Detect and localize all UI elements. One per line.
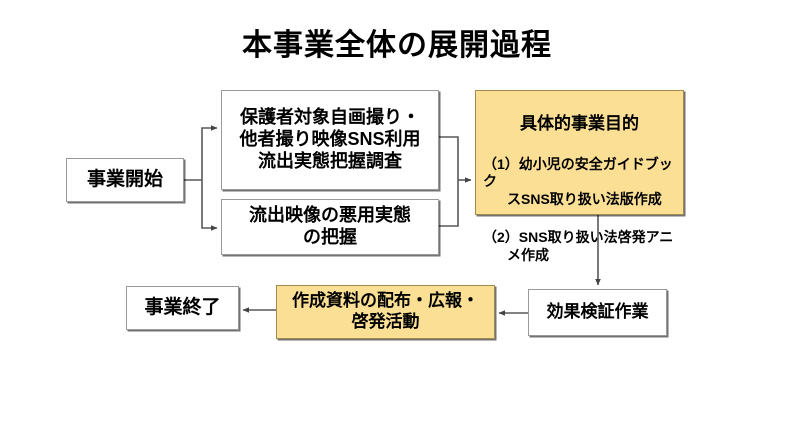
node-effect-verification[interactable]: 効果検証作業 [528, 289, 667, 336]
node-label: 保護者対象自画撮り・ 他者撮り映像SNS利用 流出実態把握調査 [239, 107, 421, 171]
objective-1-marker: （1） [483, 155, 519, 172]
node-project-start[interactable]: 事業開始 [66, 158, 184, 202]
node-label: 流出映像の悪用実態 の把握 [249, 205, 411, 247]
objective-2-marker: （2） [483, 229, 519, 246]
objective-1-line1: 幼小児の安全ガイドブック [483, 155, 673, 190]
node-label: 事業終了 [144, 297, 221, 319]
edge-start-to-misuse [201, 180, 218, 231]
objectives-heading: 具体的事業目的 [520, 114, 639, 134]
objective-item-2: （2）SNS取り扱い法啓発アニメ作成 [483, 229, 676, 264]
objective-2-line1: SNS取り扱い法啓発アニ [518, 229, 674, 246]
node-concrete-objectives[interactable]: 具体的事業目的 （1）幼小児の安全ガイドブックスSNS取り扱い法版作成 （2）S… [475, 90, 684, 263]
node-label: 効果検証作業 [546, 302, 649, 322]
node-label: 事業開始 [86, 169, 163, 191]
edge-start-to-survey [201, 125, 218, 180]
objective-item-1: （1）幼小児の安全ガイドブックスSNS取り扱い法版作成 [483, 156, 676, 209]
node-guardian-survey[interactable]: 保護者対象自画撮り・ 他者撮り映像SNS利用 流出実態把握調査 [221, 90, 439, 190]
objective-1-line2: スSNS取り扱い法版作成 [507, 190, 662, 207]
node-leaked-video-misuse[interactable]: 流出映像の悪用実態 の把握 [221, 199, 439, 255]
page-title: 本事業全体の展開過程 [242, 29, 552, 62]
edge-survey-to-merge [439, 136, 459, 180]
node-material-distribution[interactable]: 作成資料の配布・広報・ 啓発活動 [276, 285, 495, 339]
node-label: 作成資料の配布・広報・ 啓発活動 [292, 291, 479, 331]
node-project-end[interactable]: 事業終了 [126, 286, 239, 330]
objective-2-line2: メ作成 [507, 246, 549, 263]
edge-misuse-to-merge [439, 180, 459, 227]
